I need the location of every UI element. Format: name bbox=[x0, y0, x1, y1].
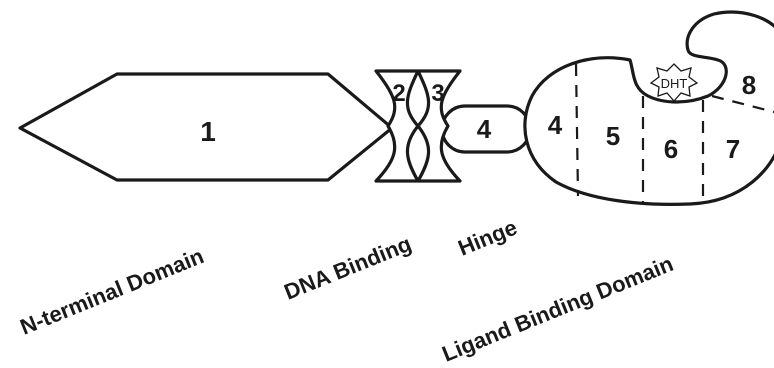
ligand-binding-domain-label: Ligand Binding Domain bbox=[439, 251, 677, 367]
segment-7-label: 7 bbox=[726, 134, 740, 164]
n-terminal-domain-label: N-terminal Domain bbox=[17, 243, 208, 339]
segment-1-label: 1 bbox=[200, 116, 216, 147]
segment-3-label: 3 bbox=[431, 80, 444, 107]
segment-5-label: 5 bbox=[606, 121, 620, 151]
segment-lbd-4-label: 4 bbox=[548, 110, 563, 140]
lbd-divider-4-5 bbox=[574, 63, 580, 197]
dna-binding-label: DNA Binding bbox=[281, 231, 415, 305]
ligand-binding-domain-shape bbox=[523, 10, 774, 206]
segment-2-label: 2 bbox=[392, 80, 405, 107]
dht-ligand-shape bbox=[649, 63, 699, 102]
dht-ligand-label: DHT bbox=[661, 76, 688, 91]
hinge-label: Hinge bbox=[455, 215, 521, 261]
segment-hinge-4-label: 4 bbox=[477, 114, 492, 144]
lbd-divider-7-8 bbox=[711, 94, 774, 114]
segment-6-label: 6 bbox=[664, 134, 678, 164]
dna-binding-domain-shape bbox=[374, 69, 462, 183]
segment-8-label: 8 bbox=[742, 70, 756, 100]
